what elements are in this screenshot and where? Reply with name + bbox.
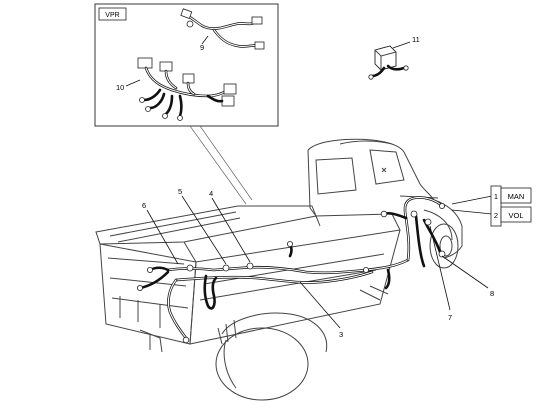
legend-num-1: 1 xyxy=(494,192,498,201)
inset-panel: VPR xyxy=(94,3,279,127)
leader-lines xyxy=(146,195,493,329)
legend-box: 1 MAN 2 VOL xyxy=(490,185,532,227)
leader-6 xyxy=(146,209,179,265)
callout-7: 7 xyxy=(448,313,452,322)
leader-5 xyxy=(181,195,227,265)
legend-label-man: MAN xyxy=(508,192,525,201)
leader-9 xyxy=(201,35,209,45)
callout-6: 6 xyxy=(142,201,146,210)
component-11-drawing xyxy=(368,41,411,80)
leader-3 xyxy=(299,281,341,329)
leader-2 xyxy=(451,209,493,215)
leader-4 xyxy=(211,197,251,263)
legend-num-2: 2 xyxy=(494,211,498,220)
callout-9: 9 xyxy=(200,43,204,52)
harness-10-drawing xyxy=(137,57,237,121)
leader-7 xyxy=(429,225,451,311)
leader-8 xyxy=(441,255,489,289)
callout-8: 8 xyxy=(490,289,494,298)
harness-9-drawing xyxy=(180,8,265,50)
callout-4: 4 xyxy=(209,189,213,198)
main-harness-drawing xyxy=(136,196,446,344)
callout-3: 3 xyxy=(339,330,343,339)
callout-11: 11 xyxy=(412,35,420,44)
leader-11 xyxy=(392,41,411,49)
callout-5: 5 xyxy=(178,187,182,196)
legend-label-vol: VOL xyxy=(508,211,523,220)
callout-labels: 9 10 11 6 5 4 3 7 8 xyxy=(116,35,494,339)
callout-10: 10 xyxy=(116,83,124,92)
inset-label: VPR xyxy=(105,12,119,19)
leader-10 xyxy=(125,79,141,87)
leader-1 xyxy=(451,195,493,205)
